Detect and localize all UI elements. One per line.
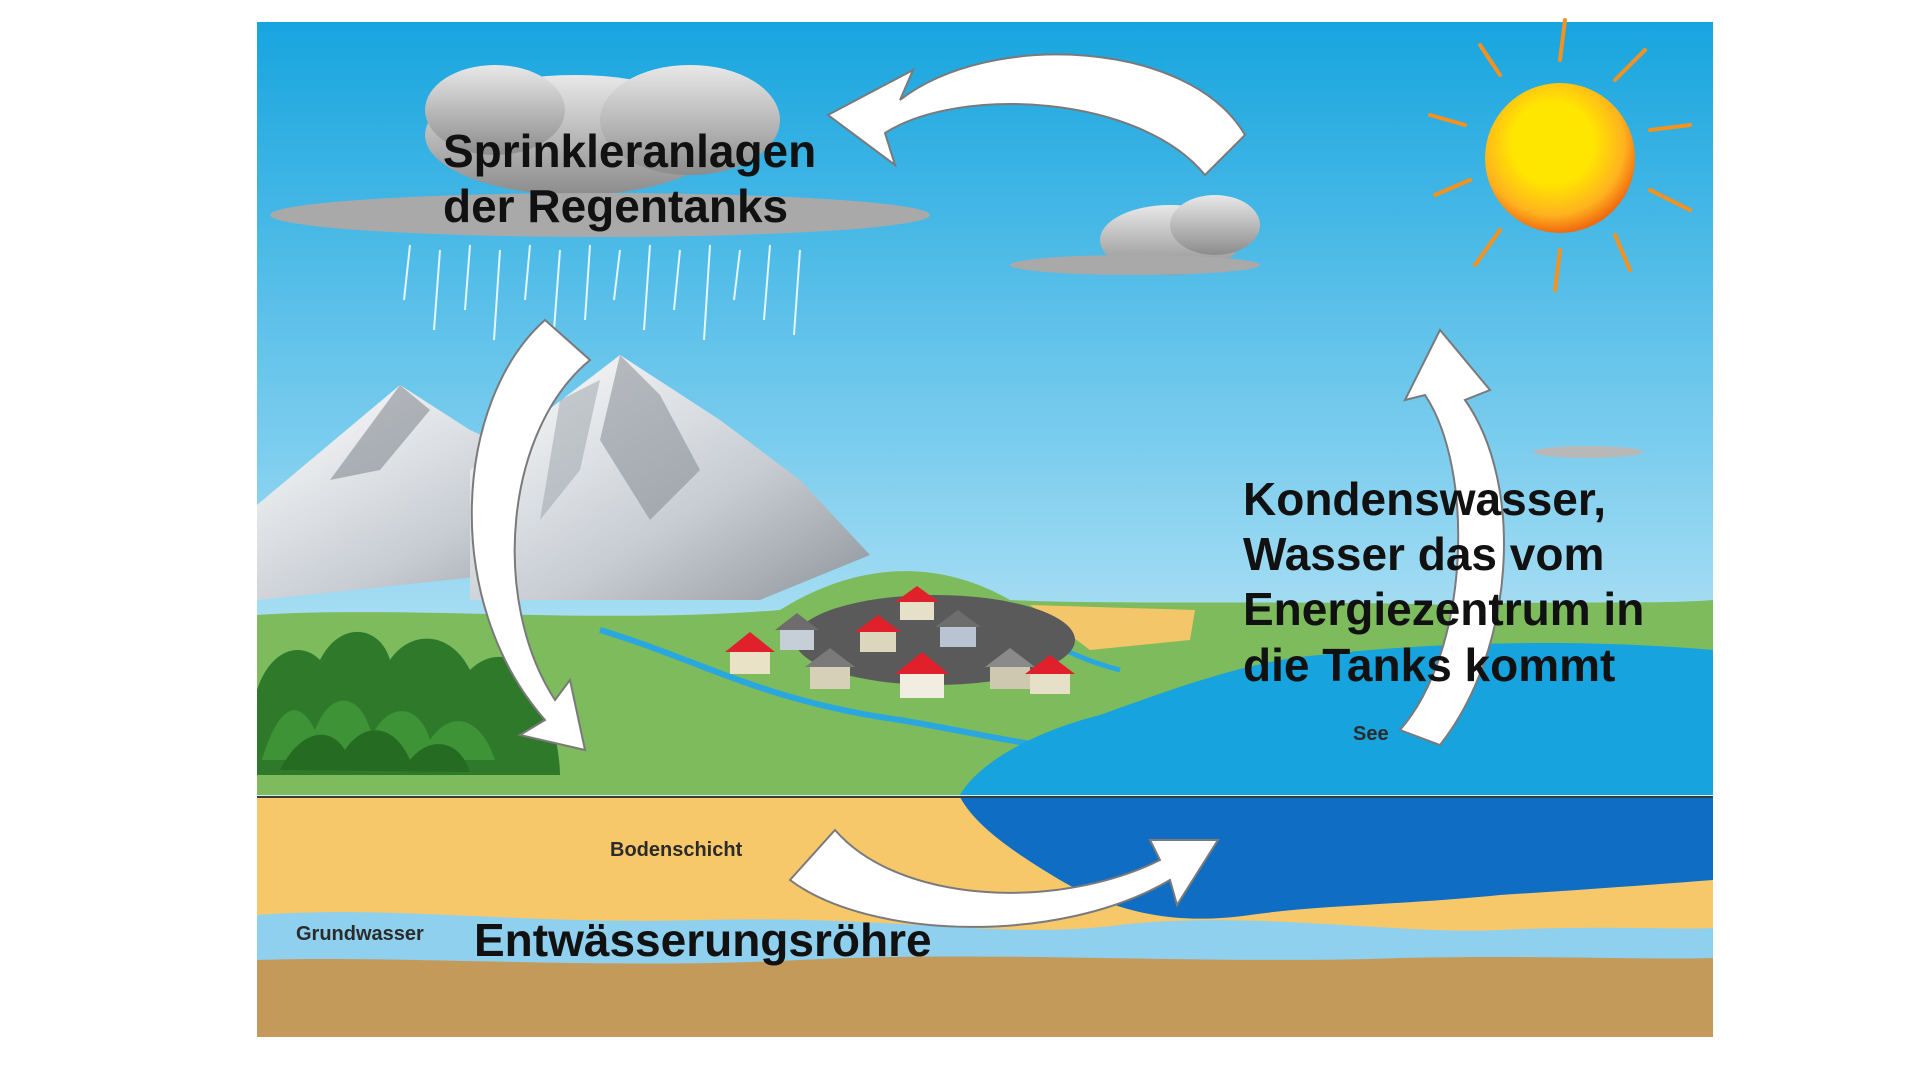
label-sprinkler-line-1: Sprinkleranlagen xyxy=(443,124,816,179)
bedrock xyxy=(257,956,1713,1037)
label-soil: Bodenschicht xyxy=(610,838,742,862)
label-sprinkler-line-2: der Regentanks xyxy=(443,179,816,234)
label-condensate-line-1: Kondenswasser, xyxy=(1243,472,1644,527)
label-condensate-line-2: Wasser das vom xyxy=(1243,527,1644,582)
label-lake: See xyxy=(1353,722,1389,746)
label-condensate-line-4: die Tanks kommt xyxy=(1243,638,1644,693)
label-sprinkler: Sprinkleranlagen der Regentanks xyxy=(443,124,816,234)
label-condensate-line-3: Energiezentrum in xyxy=(1243,582,1644,637)
label-condensate: Kondenswasser, Wasser das vom Energiezen… xyxy=(1243,472,1644,693)
label-groundwater: Grundwasser xyxy=(296,922,424,946)
label-drain: Entwässerungsröhre xyxy=(474,913,932,968)
wisp-cloud xyxy=(1533,446,1643,458)
